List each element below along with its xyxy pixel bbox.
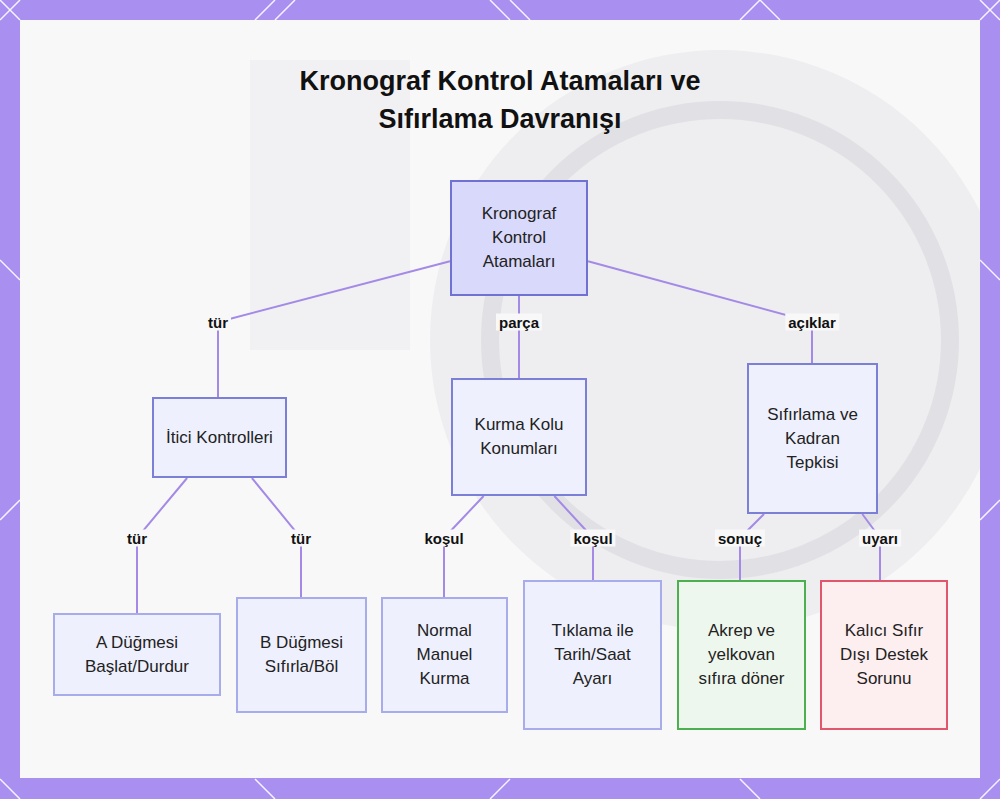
node-text-group: Kronograf Kontrol Atamaları — [464, 202, 574, 274]
node-text-group: Kalıcı Sıfır Dışı Destek Sorunu — [834, 619, 934, 691]
result-box: Akrep ve yelkovan sıfıra döner — [677, 580, 806, 730]
category-box: İtici Kontrolleri — [152, 397, 287, 478]
node-text: Sıfırlama ve Kadran Tepkisi — [761, 403, 864, 475]
node-text-group: Normal Manuel Kurma — [395, 619, 494, 691]
edge-label: koşul — [421, 530, 466, 547]
edge-label: tür — [205, 314, 231, 331]
node-text-group: A Düğmesi Başlat/Durdur — [67, 631, 207, 679]
edge-label: açıklar — [785, 314, 839, 331]
node-text: Akrep ve yelkovan sıfıra döner — [691, 619, 792, 691]
node-text: Normal Manuel Kurma — [395, 619, 494, 691]
node-text: A Düğmesi Başlat/Durdur — [67, 631, 207, 679]
connector-line — [444, 496, 484, 597]
edge-label: sonuç — [715, 530, 765, 547]
node-text: Kalıcı Sıfır Dışı Destek Sorunu — [834, 619, 934, 691]
leaf-box: B Düğmesi Sıfırla/Böl — [236, 597, 367, 713]
node-text: Kronograf Kontrol Atamaları — [464, 202, 574, 274]
leaf-box: Normal Manuel Kurma — [381, 597, 508, 713]
root-box: Kronograf Kontrol Atamaları — [450, 180, 588, 296]
edge-label: tür — [124, 530, 150, 547]
node-text: Kurma Kolu Konumları — [465, 413, 573, 461]
connector-line — [588, 261, 812, 363]
node-text-group: İtici Kontrolleri — [166, 426, 273, 450]
node-text-group: Akrep ve yelkovan sıfıra döner — [691, 619, 792, 691]
edge-label: parça — [496, 314, 542, 331]
category-box: Kurma Kolu Konumları — [451, 378, 587, 496]
node-text-group: B Düğmesi Sıfırla/Böl — [250, 631, 353, 679]
connector-line — [218, 261, 450, 397]
connector-line — [740, 514, 764, 580]
warning-box: Kalıcı Sıfır Dışı Destek Sorunu — [820, 580, 948, 730]
connector-line — [518, 296, 520, 378]
node-text-group: Kurma Kolu Konumları — [465, 413, 573, 461]
node-text: İtici Kontrolleri — [166, 426, 273, 450]
category-box: Sıfırlama ve Kadran Tepkisi — [747, 363, 878, 514]
connector-line — [862, 514, 880, 580]
node-text: Tıklama ile Tarih/Saat Ayarı — [537, 619, 648, 691]
edge-label: koşul — [570, 530, 615, 547]
leaf-box: A Düğmesi Başlat/Durdur — [53, 613, 221, 696]
leaf-box: Tıklama ile Tarih/Saat Ayarı — [523, 580, 662, 730]
edge-label: tür — [288, 530, 314, 547]
diagram-title: Kronograf Kontrol Atamaları ve Sıfırlama… — [250, 62, 750, 138]
node-text: B Düğmesi Sıfırla/Böl — [250, 631, 353, 679]
node-text-group: Tıklama ile Tarih/Saat Ayarı — [537, 619, 648, 691]
node-text-group: Sıfırlama ve Kadran Tepkisi — [761, 403, 864, 475]
edge-label: uyarı — [859, 530, 901, 547]
